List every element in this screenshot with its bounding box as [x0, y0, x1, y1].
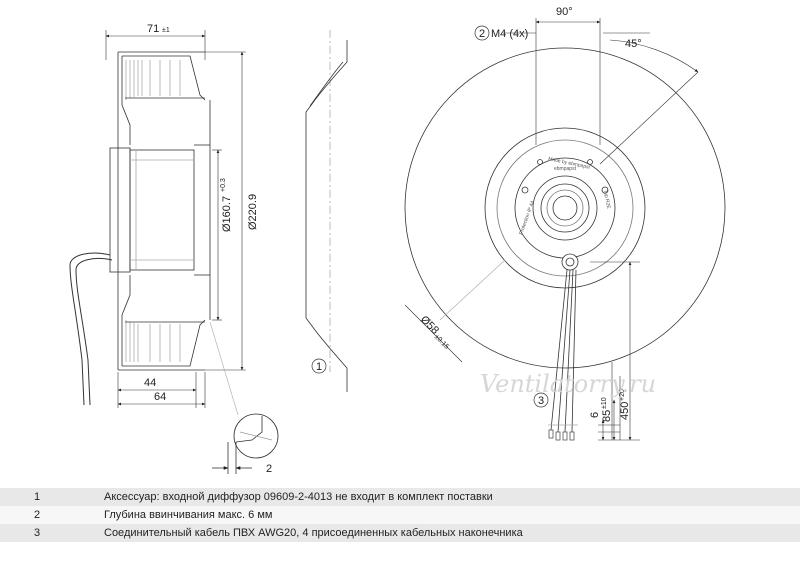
- callout-3-circle: [533, 392, 549, 408]
- detail-view: [209, 321, 279, 474]
- callout-1: 1: [316, 361, 322, 373]
- note-row: 2 Глубина ввинчивания макс. 6 мм: [0, 506, 800, 524]
- dim-inner-diameter-tol: +0.3: [220, 178, 227, 192]
- dim-length-450-tol: +20: [619, 389, 626, 401]
- front-view: [404, 47, 726, 441]
- technical-drawing: 71 ±1 Ø160.7 +0.3 Ø220.9 44 64 2 1: [69, 6, 726, 475]
- note-row: 3 Соединительный кабель ПВХ AWG20, 4 при…: [0, 524, 800, 542]
- dim-strip-6: 6: [589, 412, 601, 418]
- motor-label-right: Typ R2E: [602, 189, 611, 210]
- dim-hub-diameter-tol: ±0.15: [433, 333, 450, 350]
- side-view: [69, 51, 211, 406]
- side-dims: [105, 30, 246, 408]
- callout-2: 2: [479, 28, 485, 40]
- motor-label-logo: ebmpapst: [554, 166, 577, 172]
- dim-depth-tol: ±1: [162, 27, 170, 34]
- dim-angle-45: 45°: [625, 38, 642, 50]
- front-dims: [404, 18, 699, 441]
- dim-depth: 71: [147, 23, 159, 35]
- dim-length-44: 44: [144, 377, 156, 389]
- motor-label-left: Protection IP 44: [518, 200, 536, 236]
- dim-length-64: 64: [154, 391, 166, 403]
- dim-thread: M4 (4x): [491, 28, 528, 40]
- dim-angle-90: 90°: [556, 6, 573, 18]
- note-text: Соединительный кабель ПВХ AWG20, 4 присо…: [98, 524, 800, 542]
- dim-outer-diameter: Ø220.9: [247, 194, 259, 230]
- callout-2-circle: [474, 25, 490, 41]
- dim-length-450: 450: [619, 402, 631, 420]
- dim-length-85-tol: ±10: [601, 397, 608, 409]
- notes-table: 1 Аксессуар: входной диффузор 09609-2-40…: [0, 488, 800, 542]
- note-row: 1 Аксессуар: входной диффузор 09609-2-40…: [0, 488, 800, 506]
- note-number: 2: [0, 506, 98, 524]
- note-text: Глубина ввинчивания макс. 6 мм: [98, 506, 800, 524]
- callout-3: 3: [538, 395, 544, 407]
- dim-inner-diameter: Ø160.7: [221, 196, 233, 232]
- callout-1-circle: [311, 358, 327, 374]
- note-number: 3: [0, 524, 98, 542]
- dim-gap-2: 2: [266, 463, 272, 475]
- watermark: Ventilatorry.ru: [480, 370, 656, 398]
- dim-length-85: 85: [601, 410, 613, 422]
- diffuser-profile: [305, 30, 348, 392]
- note-number: 1: [0, 488, 98, 506]
- note-text: Аксессуар: входной диффузор 09609-2-4013…: [98, 488, 800, 506]
